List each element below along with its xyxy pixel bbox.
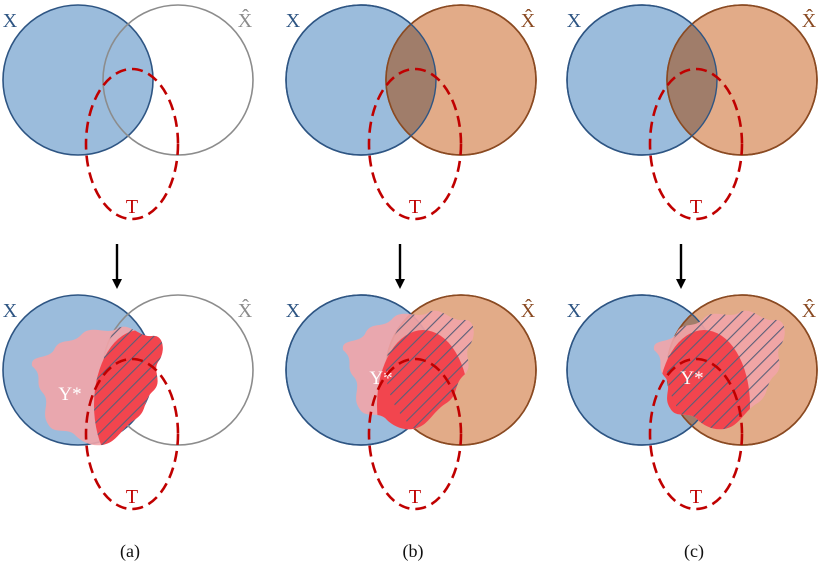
overlap-region — [667, 5, 717, 155]
xhat-label: X̂ — [521, 8, 536, 32]
y-star-region: Y* — [342, 310, 474, 430]
xhat-label: X̂ — [521, 298, 536, 322]
overlap-region — [386, 5, 436, 155]
xhat-circle — [102, 4, 254, 156]
panel-caption: (c) — [684, 541, 704, 562]
panel-2: X X̂ T Y* X X̂ T (c) — [566, 4, 818, 562]
t-label: T — [409, 486, 421, 508]
t-ellipse — [367, 357, 463, 511]
x-circle — [2, 4, 154, 156]
t-label: T — [690, 196, 702, 218]
xhat-label: X̂ — [238, 298, 253, 322]
x-label: X — [286, 300, 301, 322]
t-ellipse — [367, 67, 463, 221]
y-star-hatching — [386, 310, 474, 430]
venn-with-y: Y* X X̂ T — [285, 294, 537, 511]
t-label: T — [126, 196, 138, 218]
y-star-label: Y* — [58, 384, 81, 405]
t-ellipse — [84, 357, 180, 511]
venn-top: X X̂ T — [285, 4, 537, 221]
x-label: X — [3, 300, 18, 322]
panel-caption: (a) — [120, 541, 140, 562]
t-label: T — [126, 486, 138, 508]
t-ellipse — [648, 357, 744, 511]
xhat-label: X̂ — [802, 298, 817, 322]
venn-with-y: Y* X X̂ T — [566, 294, 818, 511]
panel-1: X X̂ T Y* X X̂ T (b) — [285, 4, 537, 562]
venn-top: X X̂ T — [566, 4, 818, 221]
panel-0: X X̂ T Y* X X̂ T (a) — [2, 4, 254, 562]
venn-top: X X̂ T — [2, 4, 254, 221]
t-label: T — [409, 196, 421, 218]
t-ellipse — [648, 67, 744, 221]
venn-with-y: Y* X X̂ T — [2, 294, 254, 511]
x-label: X — [3, 10, 18, 32]
x-label: X — [286, 10, 301, 32]
t-ellipse — [84, 67, 180, 221]
xhat-label: X̂ — [802, 8, 817, 32]
xhat-label: X̂ — [238, 8, 253, 32]
x-label: X — [567, 300, 582, 322]
panel-caption: (b) — [403, 541, 424, 562]
t-label: T — [690, 486, 702, 508]
y-star-label: Y* — [680, 368, 703, 389]
x-label: X — [567, 10, 582, 32]
